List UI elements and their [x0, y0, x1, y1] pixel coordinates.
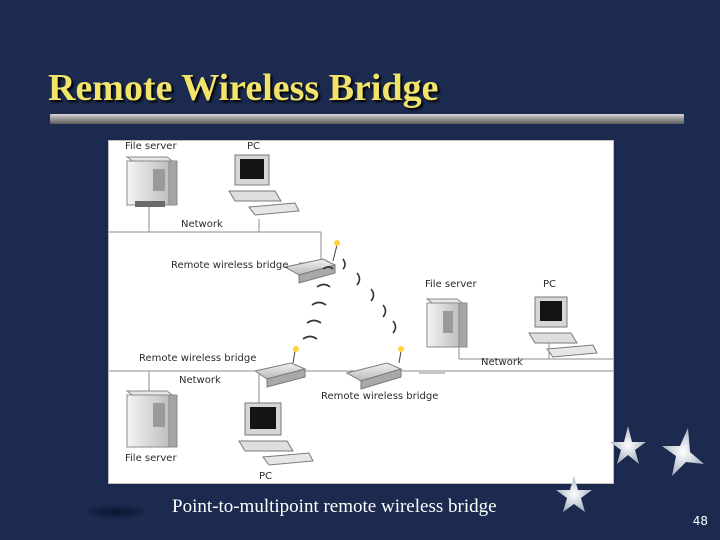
radio-waves [302, 258, 397, 340]
title-underline [50, 114, 684, 124]
label-file-server-bottom: File server [125, 453, 177, 464]
pc-top-icon [228, 154, 300, 216]
label-network-top: Network [181, 219, 223, 230]
file-server-top-icon [125, 156, 178, 207]
star-icon [610, 426, 646, 464]
network-diagram-svg: File server PC Network Remote wireless b… [109, 141, 613, 482]
bridge-right-icon [345, 346, 404, 390]
file-server-right-icon [425, 298, 468, 348]
label-file-server-top: File server [125, 141, 177, 152]
label-pc-bottom: PC [259, 471, 272, 482]
label-bridge-top: Remote wireless bridge [171, 260, 288, 271]
label-bridge-right: Remote wireless bridge [321, 391, 438, 402]
file-server-bottom-icon [125, 390, 178, 448]
label-file-server-right: File server [425, 279, 477, 290]
diagram-caption: Point-to-multipoint remote wireless brid… [172, 496, 497, 517]
pc-right-icon [528, 296, 598, 358]
label-network-right: Network [481, 357, 523, 368]
star-icon [662, 428, 704, 476]
label-network-bottom: Network [179, 375, 221, 386]
bridge-top-icon [283, 240, 340, 284]
decorative-smudge [86, 505, 146, 519]
label-pc-right: PC [543, 279, 556, 290]
network-diagram: File server PC Network Remote wireless b… [108, 140, 614, 484]
label-bridge-left: Remote wireless bridge [139, 353, 256, 364]
bridge-left-icon [253, 346, 307, 388]
pc-bottom-icon [238, 402, 314, 466]
slide-title: Remote Wireless Bridge [48, 67, 439, 109]
page-number: 48 [692, 514, 708, 528]
label-pc-top: PC [247, 141, 260, 152]
